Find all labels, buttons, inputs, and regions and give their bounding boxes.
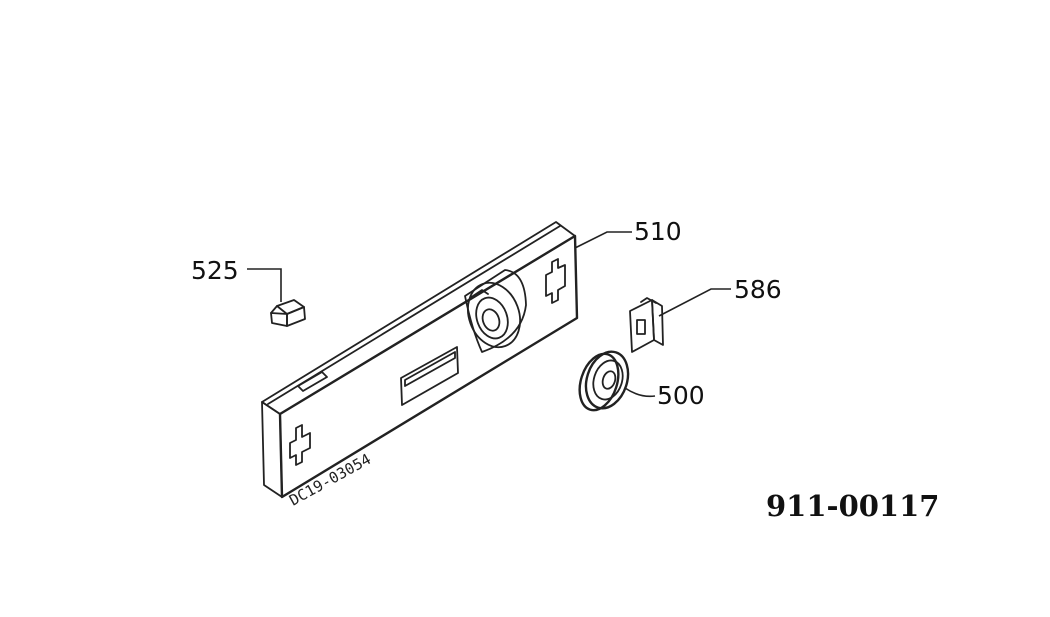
leader-586 [658, 288, 731, 317]
knob-part [578, 350, 656, 412]
bracket-part [629, 288, 731, 353]
knob-mounting-hub [464, 269, 527, 353]
control-panel-part [261, 221, 632, 499]
callout-500: 500 [657, 381, 705, 410]
display-opening [400, 346, 459, 406]
callout-586: 586 [734, 275, 782, 304]
left-keyhole-slot [289, 424, 311, 466]
part-stamp: DC19-03054 [286, 450, 374, 510]
leader-500 [624, 387, 656, 398]
right-keyhole-slot [545, 258, 566, 304]
callout-510: 510 [634, 217, 682, 246]
document-number: 911-00117 [766, 489, 939, 523]
callout-525: 525 [191, 256, 239, 285]
leader-510 [574, 231, 632, 249]
leader-525 [247, 268, 282, 302]
clip-part [247, 268, 306, 327]
